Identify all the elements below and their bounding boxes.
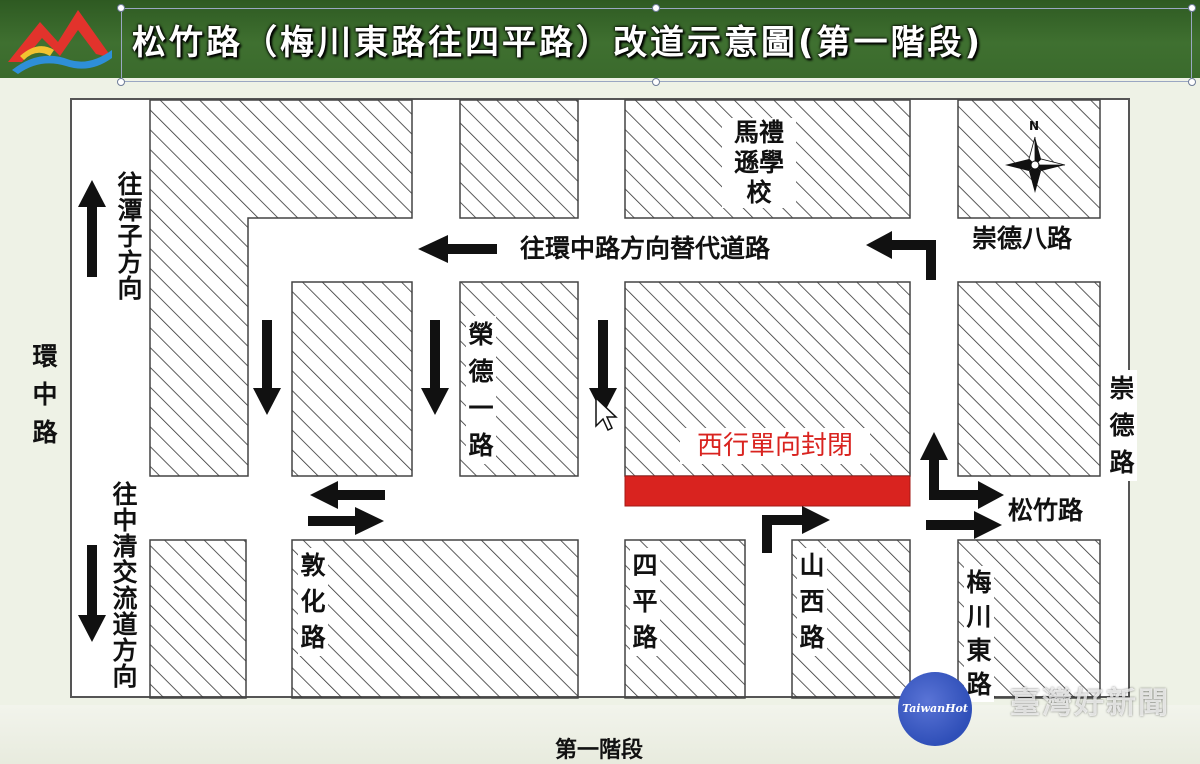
- label-school: 馬禮遜學校: [722, 118, 796, 208]
- resize-handle-tr[interactable]: [1188, 4, 1196, 12]
- label-shanxi-road: 山西路: [797, 548, 827, 656]
- arrow-two-way: [308, 481, 385, 535]
- label-siping-road: 四平路: [630, 548, 660, 656]
- block-mid-1: [291, 281, 413, 477]
- arrow-left-alt: [418, 235, 497, 263]
- arrow-right-songzhu: [926, 511, 1002, 539]
- watermark-text: 臺灣好新聞: [1010, 686, 1170, 721]
- watermark-badge: TaiwanHot: [898, 672, 972, 746]
- compass-icon: [1005, 136, 1066, 193]
- label-dunhua-road: 敦化路: [298, 548, 328, 656]
- compass-north-label: N: [1029, 119, 1040, 133]
- label-chongde-road: 崇德路: [1107, 370, 1137, 481]
- page-title: 松竹路（梅川東路往四平路）改道示意圖(第一階段): [132, 23, 984, 63]
- label-chongde-8th-road: 崇德八路: [972, 224, 1073, 253]
- label-to-tanzi: 往潭子方向: [115, 172, 145, 302]
- label-to-zhongqing: 往中清交流道方向: [110, 482, 140, 690]
- arrow-down-2: [421, 320, 449, 415]
- block-bot-2: [291, 539, 579, 699]
- block-L: [149, 99, 413, 477]
- stage-caption: 第一階段: [555, 738, 644, 763]
- resize-handle-br[interactable]: [1188, 78, 1196, 86]
- label-alt-route: 往環中路方向替代道路: [520, 234, 771, 263]
- closure-bar: [624, 475, 911, 507]
- arrow-down-3: [589, 320, 617, 415]
- label-rongde-1st-road: 榮德一路: [466, 316, 496, 464]
- block-mid-4: [957, 281, 1101, 477]
- header-banner: 松竹路（梅川東路往四平路）改道示意圖(第一階段): [0, 0, 1200, 78]
- resize-handle-tm[interactable]: [652, 4, 660, 12]
- arrow-turn-left: [866, 231, 936, 280]
- footer-background: [0, 705, 1200, 764]
- arrow-down-1: [253, 320, 281, 415]
- arrow-up-tanzi: [78, 180, 106, 277]
- resize-handle-bl[interactable]: [117, 78, 125, 86]
- arrow-down-zhongqing: [78, 545, 106, 642]
- logo-icon: [8, 10, 112, 74]
- cursor-icon: [595, 396, 618, 432]
- closure-label: 西行單向封閉: [680, 428, 870, 464]
- label-huanzhong-road: 環中路: [32, 342, 58, 447]
- arrow-up-turn-right: [920, 432, 1004, 509]
- resize-handle-bm[interactable]: [652, 78, 660, 86]
- block-bot-1: [149, 539, 247, 699]
- label-songzhu-road: 松竹路: [1008, 496, 1084, 525]
- resize-handle-tl[interactable]: [117, 4, 125, 12]
- arrow-turn-right-shanxi: [762, 506, 830, 553]
- block-top-2: [459, 99, 579, 219]
- label-meichuan-east-road: 梅川東路: [964, 566, 994, 702]
